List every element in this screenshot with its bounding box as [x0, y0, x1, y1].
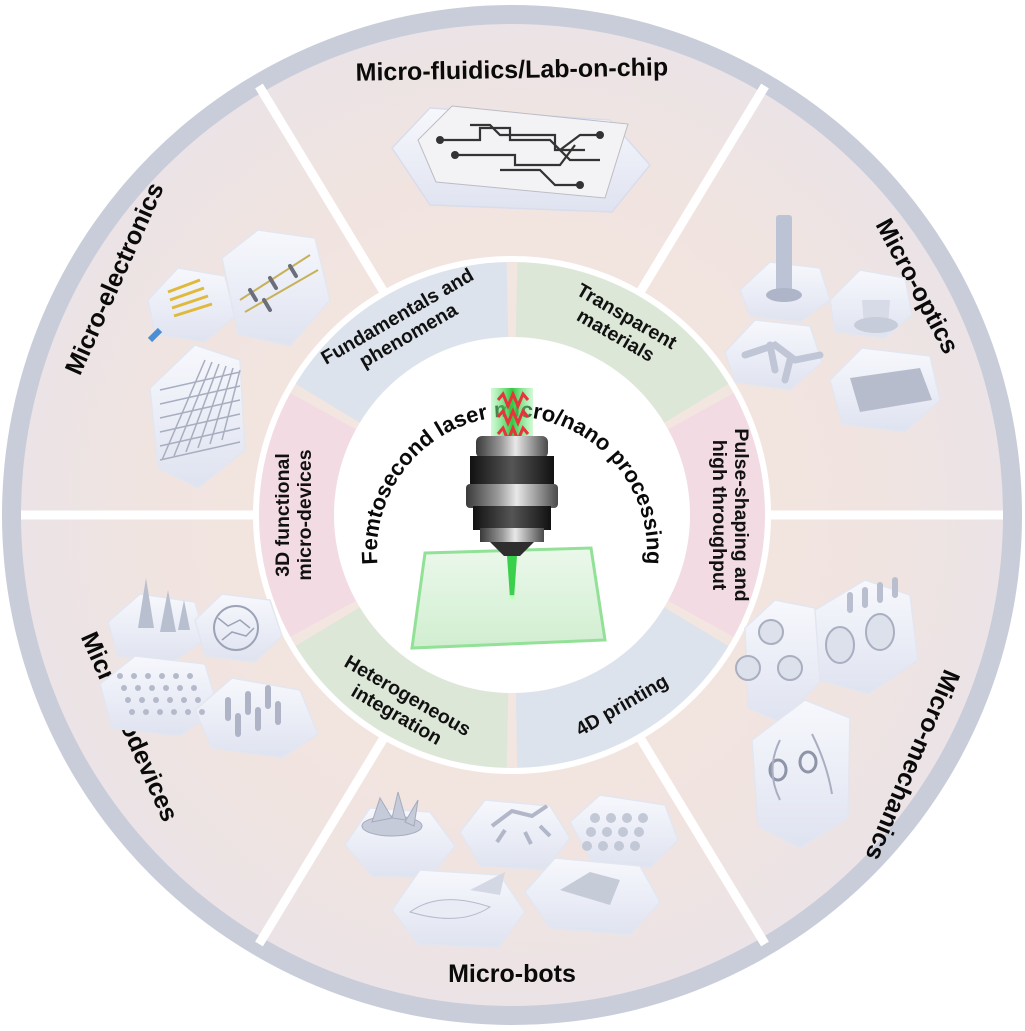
bot-array-dot: [638, 813, 648, 823]
bio-array-dot: [117, 673, 123, 679]
micro-biodevices-icon: [99, 578, 319, 759]
bio-array-dot: [125, 697, 131, 703]
inner-sector-4d-printing: [515, 607, 731, 771]
bio-array-dot: [153, 697, 159, 703]
bio-array-dot: [181, 697, 187, 703]
mesh-line: [197, 365, 227, 449]
bot-array-dot: [602, 827, 612, 837]
bio-array-dot: [195, 697, 201, 703]
bio-array-dot: [131, 673, 137, 679]
bot-array-dot: [606, 813, 616, 823]
bot-array-dot: [634, 827, 644, 837]
bio-array-dot: [191, 685, 197, 691]
bio-array-dot: [135, 685, 141, 691]
mesh-line: [209, 367, 234, 445]
bot-array-dot: [586, 827, 596, 837]
bio-array-dot: [171, 709, 177, 715]
bio-array-dot: [145, 673, 151, 679]
mesh-line: [159, 427, 241, 447]
inner-label-line: micro-devices: [294, 449, 316, 580]
bio-array-dot: [185, 709, 191, 715]
micro-bots-icon: [344, 791, 679, 949]
bio-array-dot: [167, 697, 173, 703]
mesh-line: [173, 361, 213, 457]
mesh-line: [159, 399, 241, 419]
bio-array-dot: [199, 709, 205, 715]
bio-array-dot: [157, 709, 163, 715]
bot-array-dot: [618, 827, 628, 837]
outer-label-micro-fluidics: Micro-fluidics/Lab-on-chip: [355, 53, 668, 86]
bot-array-dot: [614, 841, 624, 851]
inner-sector-transparent-materials: [515, 259, 731, 423]
bot-array-dot: [622, 813, 632, 823]
inner-sector-3d-functional: [256, 391, 357, 639]
inner-label-pulse-shaping: Pulse-shaping andhigh throughput: [708, 428, 752, 601]
bio-array-dot: [159, 673, 165, 679]
mesh-line: [159, 371, 241, 391]
microfluidic-chip-icon: [391, 105, 651, 213]
laser-objective-icon: [410, 388, 607, 650]
bio-array-dot: [149, 685, 155, 691]
bot-array-dot: [598, 841, 608, 851]
inner-label-line: high throughput: [708, 440, 730, 591]
inner-label-line: Pulse-shaping and: [730, 428, 752, 601]
bot-array-dot: [630, 841, 640, 851]
micro-electronics-icon: [147, 229, 331, 489]
bio-array-dot: [173, 673, 179, 679]
bio-array-dot: [187, 673, 193, 679]
bot-array-dot: [590, 813, 600, 823]
bio-array-dot: [121, 685, 127, 691]
inner-label-line: 3D functional: [272, 453, 294, 577]
bot-array-dot: [582, 841, 592, 851]
inner-sector-heterogeneous-integration: [293, 607, 509, 771]
inner-sector-pulse-shaping: [667, 391, 769, 639]
bio-array-dot: [177, 685, 183, 691]
bio-array-dot: [143, 709, 149, 715]
mesh-line: [221, 369, 241, 441]
inner-ring-outline: [253, 256, 771, 774]
inner-ring: [256, 259, 769, 771]
outer-dividers: [21, 83, 1003, 947]
bio-array-dot: [163, 685, 169, 691]
outer-label-micro-bots: Micro-bots: [448, 960, 576, 988]
micro-mechanics-icon: [735, 577, 919, 849]
inner-label-3d-functional: 3D functionalmicro-devices: [272, 449, 316, 580]
bio-array-dot: [139, 697, 145, 703]
bio-array-dot: [129, 709, 135, 715]
micro-optics-icon: [724, 215, 941, 433]
mesh-line: [159, 441, 241, 461]
inner-sector-fundamentals: [293, 259, 509, 423]
mesh-line: [159, 413, 241, 433]
